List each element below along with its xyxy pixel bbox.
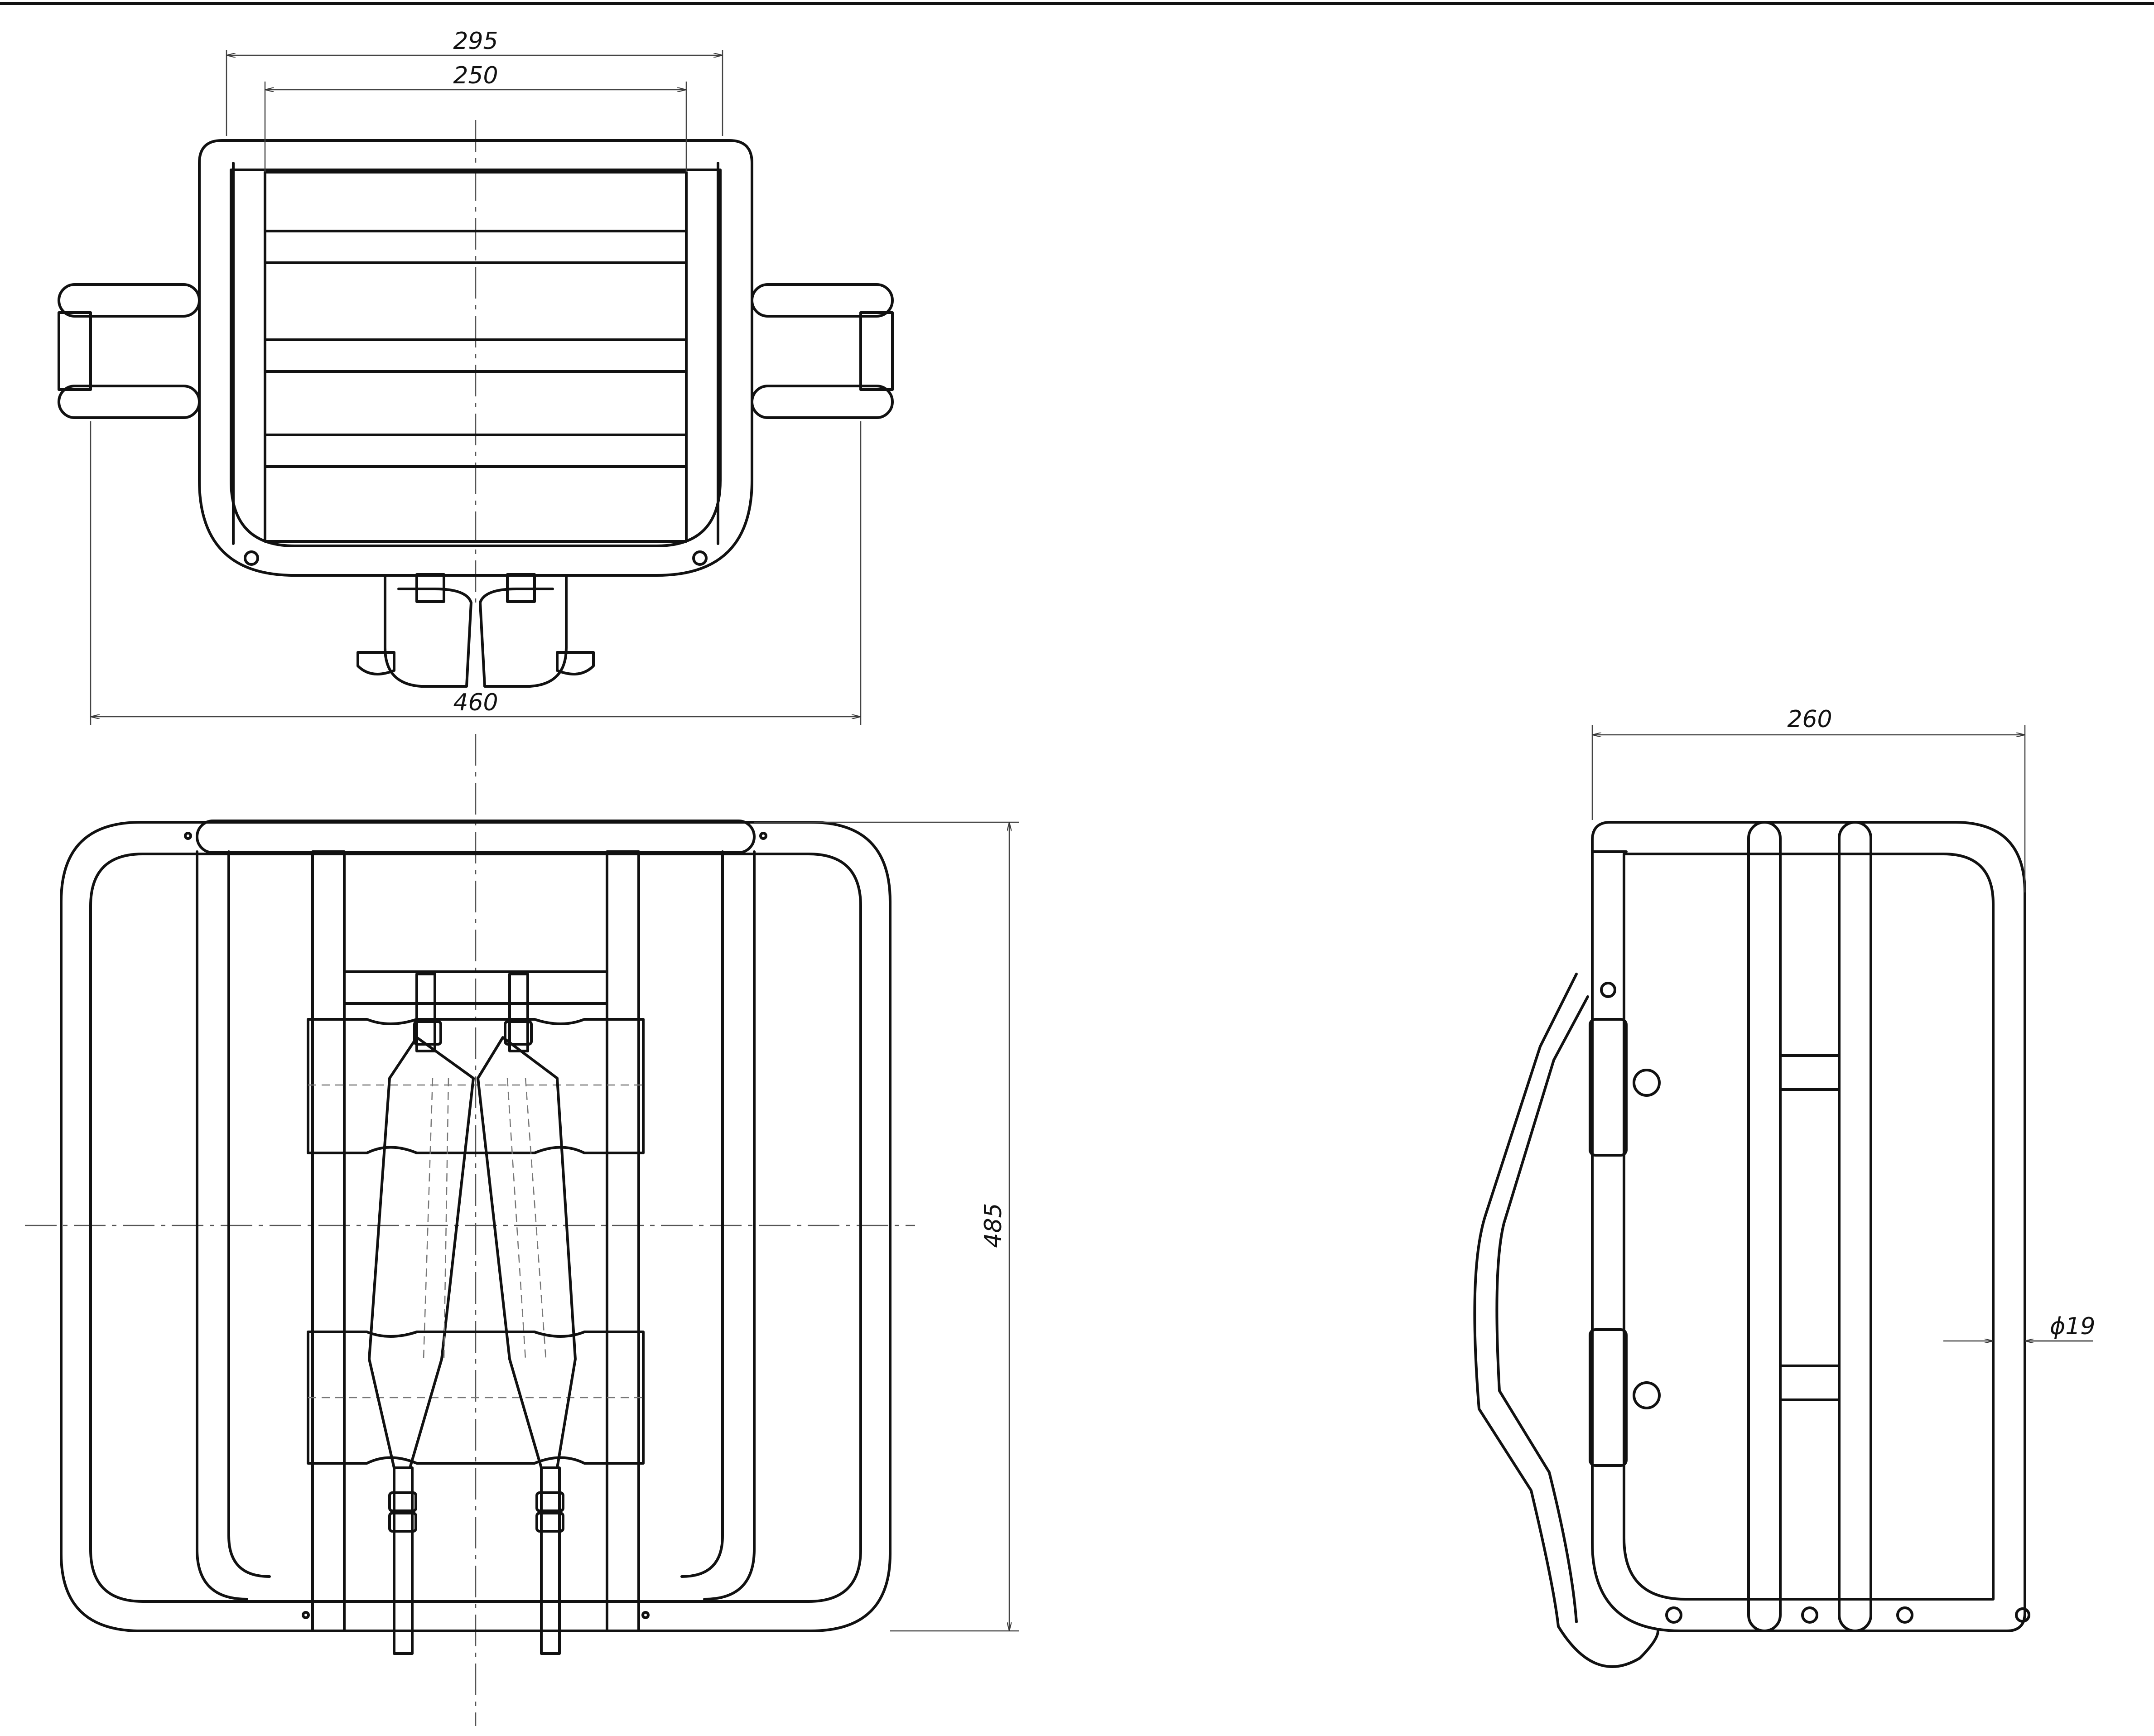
dim-top-inner-width: 250: [453, 62, 498, 89]
front-view: 485: [25, 734, 1019, 1726]
dim-tube-diameter: ϕ19: [2050, 1313, 2095, 1340]
dim-top-total-width: 460: [453, 689, 498, 716]
dim-front-height: 485: [980, 1203, 1007, 1248]
dim-top-outer-width: 295: [453, 28, 498, 55]
top-view: 295 250 460: [58, 28, 894, 725]
dim-side-depth: 260: [1787, 706, 1832, 733]
side-view: 260 ϕ19: [1473, 706, 2095, 1668]
